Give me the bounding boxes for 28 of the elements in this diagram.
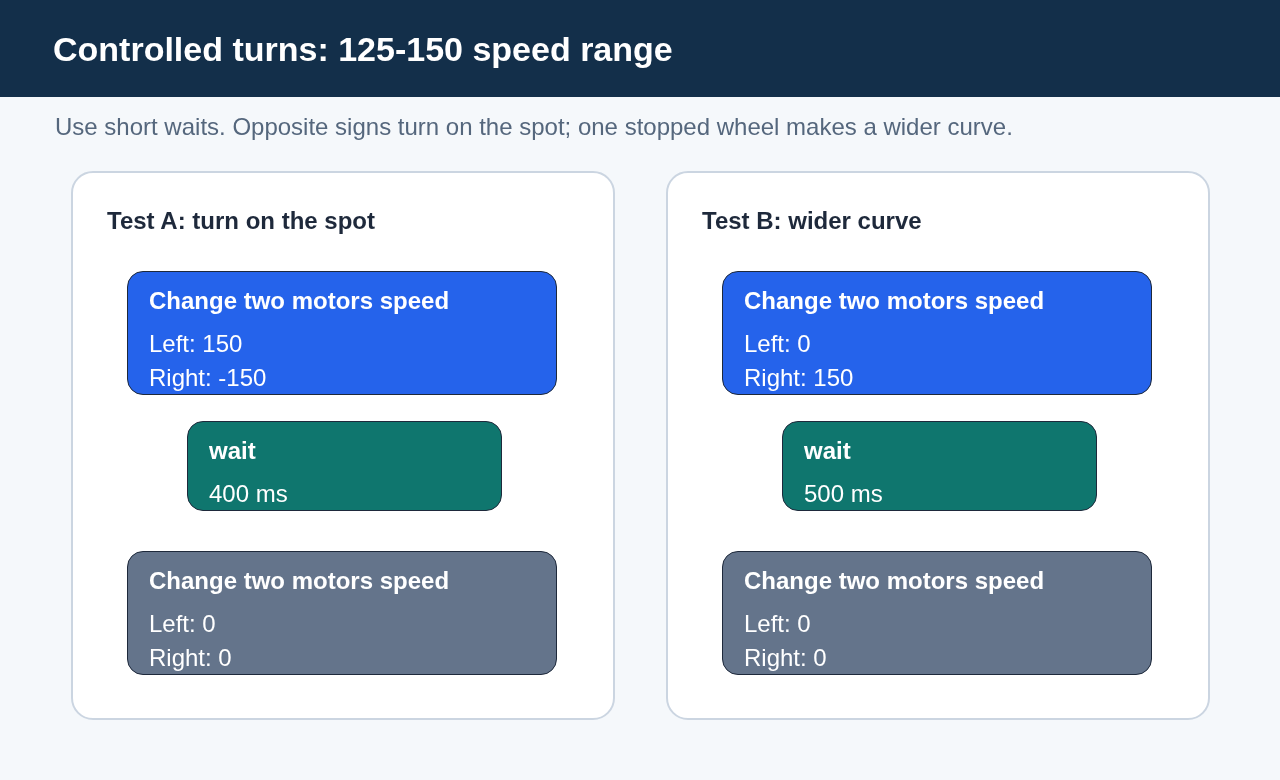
parameter-text: Left: 150 <box>149 329 243 359</box>
wait-block <box>782 421 1097 511</box>
test-panel <box>666 171 1210 720</box>
parameter-text: Left: 0 <box>149 609 216 639</box>
block-heading: wait <box>209 436 256 466</box>
motor-speed-block <box>127 271 557 395</box>
parameter-text: Right: 0 <box>149 643 232 673</box>
block-heading: Change two motors speed <box>149 286 450 316</box>
parameter-text: Right: 0 <box>744 643 827 673</box>
wait-block <box>187 421 502 511</box>
parameter-text: Right: -150 <box>149 363 267 393</box>
parameter-text: Right: 150 <box>744 363 854 393</box>
parameter-text: Left: 0 <box>744 609 811 639</box>
parameter-text: Left: 0 <box>744 329 811 359</box>
panel-heading: Test B: wider curve <box>702 206 922 236</box>
block-heading: Change two motors speed <box>744 566 1045 596</box>
block-heading: wait <box>804 436 851 466</box>
subtitle-text: Use short waits. Opposite signs turn on the spot; one stopped wheel makes a wider curve. <box>55 112 1013 142</box>
parameter-text: 400 ms <box>209 479 288 509</box>
motor-speed-block <box>722 271 1152 395</box>
page-title: Controlled turns: 125-150 speed range <box>53 29 673 70</box>
block-heading: Change two motors speed <box>149 566 450 596</box>
motor-speed-block <box>722 551 1152 675</box>
motor-speed-block <box>127 551 557 675</box>
block-heading: Change two motors speed <box>744 286 1045 316</box>
parameter-text: 500 ms <box>804 479 883 509</box>
test-panel <box>71 171 615 720</box>
panel-heading: Test A: turn on the spot <box>107 206 375 236</box>
